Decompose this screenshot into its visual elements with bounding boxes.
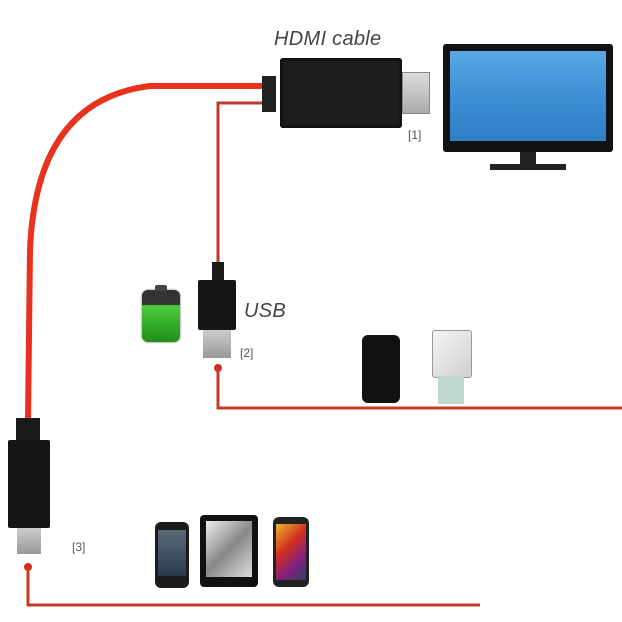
charger-prongs — [438, 376, 464, 404]
smartphone-icon — [273, 517, 309, 587]
black-power-adapter-icon — [362, 335, 400, 403]
monitor-base — [490, 164, 566, 170]
usb-cable-strain — [212, 262, 224, 282]
smartphone-htc-icon — [155, 522, 189, 588]
micro-usb-connector — [8, 440, 50, 528]
micro-usb-plug-tip — [17, 528, 41, 554]
port-2-label: [2] — [240, 346, 254, 360]
hdmi-connector-body — [280, 58, 402, 128]
white-usb-charger-icon — [432, 330, 472, 378]
port-3-label: [3] — [72, 540, 86, 554]
monitor-stand — [520, 152, 536, 164]
port-1-label: [1] — [408, 128, 422, 142]
usb-plug-tip — [203, 330, 231, 358]
hdmi-cable-label: HDMI cable — [274, 28, 382, 50]
battery-charge-icon — [142, 285, 180, 342]
micro-usb-cable-strain — [16, 418, 40, 442]
tablet-icon — [200, 515, 258, 587]
usb-label: USB — [244, 300, 287, 322]
hdmi-connector — [262, 76, 276, 112]
monitor-icon — [443, 44, 613, 152]
hdmi-plug-tip — [402, 72, 430, 114]
usb-connector — [198, 280, 236, 330]
